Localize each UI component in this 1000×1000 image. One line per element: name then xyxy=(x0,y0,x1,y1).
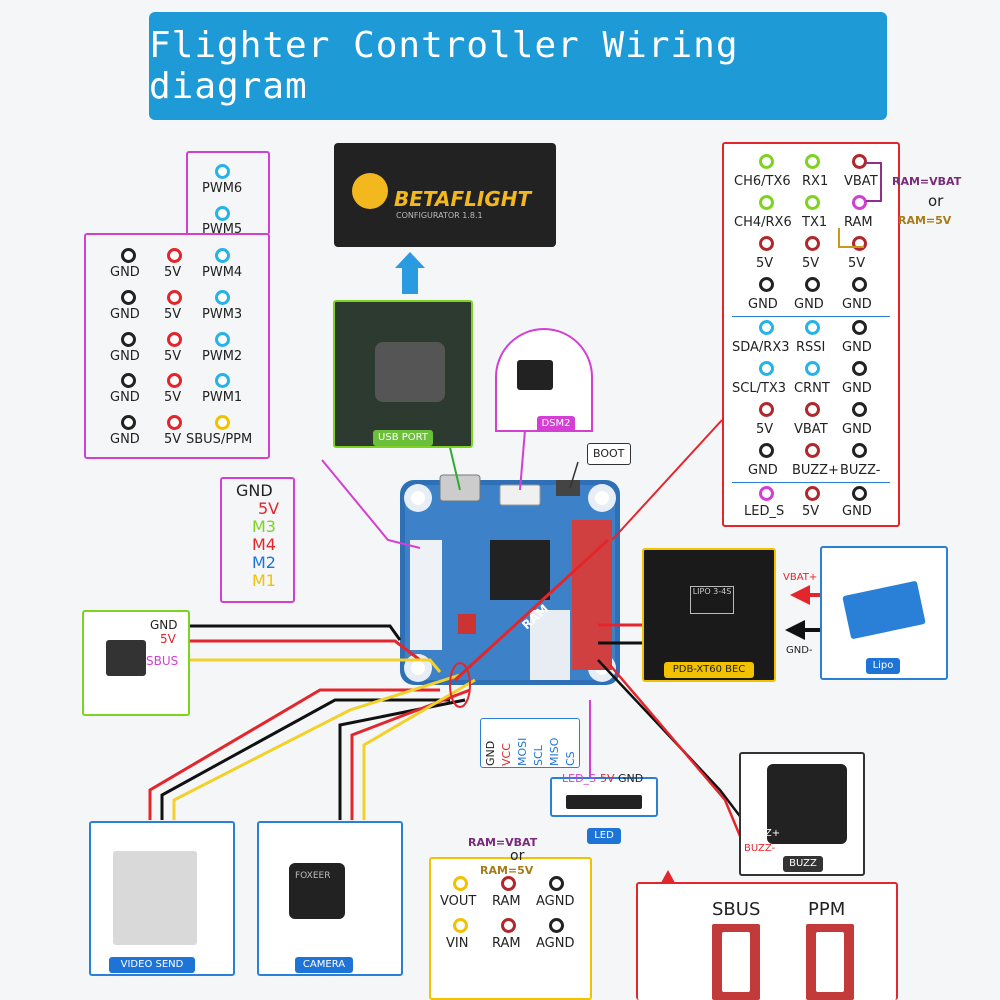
dsm2-tag: DSM2 xyxy=(537,416,575,432)
led-gnd-label: GND xyxy=(618,772,644,785)
osd-or-note: or xyxy=(510,848,525,864)
motor-m3: M3 xyxy=(252,517,276,536)
led-s-label: LED_S xyxy=(562,772,597,785)
camera-brand: FOXEER xyxy=(295,871,331,881)
receiver-gnd-label: GND xyxy=(150,618,178,632)
ppm-label: PPM xyxy=(808,899,846,920)
lipo-tag: Lipo xyxy=(866,658,900,674)
video-send-box: VIDEO SEND xyxy=(89,821,235,976)
betaflight-logo xyxy=(352,173,388,209)
betaflight-box: BETAFLIGHT CONFIGURATOR 1.8.1 xyxy=(334,143,556,247)
led-5v-label: 5V xyxy=(600,772,615,785)
pwm5-label: PWM5 xyxy=(202,222,243,237)
ram-vbat-note: RAM=VBAT xyxy=(892,175,962,188)
buzzer-box: BUZZ xyxy=(739,752,865,876)
pwm6-label: PWM6 xyxy=(202,181,243,196)
led-box xyxy=(550,777,658,817)
ram-vbat-bracket xyxy=(866,162,882,202)
motor-m1: M1 xyxy=(252,571,276,590)
pdb-box: LIPO 3-4S PDB-XT60 BEC xyxy=(642,548,776,682)
betaflight-brand: BETAFLIGHT xyxy=(394,187,532,211)
motor-gnd: GND xyxy=(236,481,273,500)
ram-5v-note: RAM=5V xyxy=(898,214,952,227)
osd-ram-vbat-note: RAM=VBAT xyxy=(468,836,538,849)
pwm6-pin xyxy=(215,164,230,179)
pwm-panel-lower xyxy=(84,233,270,459)
title-banner: Flighter Controller Wiring diagram xyxy=(149,12,887,120)
motor-m4: M4 xyxy=(252,535,276,554)
flight-controller-board xyxy=(400,474,620,685)
usb-port-tag: USB PORT xyxy=(373,430,433,446)
boot-box: BOOT xyxy=(587,443,631,465)
receiver-sbus-label: SBUS xyxy=(146,654,179,668)
pwm5-pin xyxy=(215,206,230,221)
video-send-tag: VIDEO SEND xyxy=(109,957,195,973)
receiver-box xyxy=(82,610,190,716)
pwm-panel-upper xyxy=(186,151,270,235)
lipo-box: Lipo xyxy=(820,546,948,680)
flash-pin-box xyxy=(480,718,580,768)
pdb-tag: PDB-XT60 BEC xyxy=(664,662,754,678)
ram-5v-bracket xyxy=(838,228,864,248)
betaflight-sub: CONFIGURATOR 1.8.1 xyxy=(396,211,483,220)
receiver-5v-label: 5V xyxy=(160,632,176,646)
receiver-image xyxy=(106,640,146,676)
pdb-voltage-label: LIPO 3-4S xyxy=(690,586,734,614)
sbus-ppm-panel xyxy=(636,882,898,1000)
page-title: Flighter Controller Wiring diagram xyxy=(149,25,739,107)
camera-tag: CAMERA xyxy=(295,957,353,973)
buzzer-plus-label: BUZZ+ xyxy=(744,828,781,839)
usb-cable-image xyxy=(375,342,445,402)
dsm2-box: DSM2 xyxy=(495,328,593,432)
dsm2-receiver-image xyxy=(517,360,553,390)
flash-pin-labels: GND VCC MOSI SCL MISO CS xyxy=(484,737,577,766)
pdb-gnd-label: GND- xyxy=(786,645,813,656)
osd-ram-5v-note: RAM=5V xyxy=(480,864,534,877)
sbus-label: SBUS xyxy=(712,899,761,920)
ppm-jumper xyxy=(806,924,854,1000)
led-tag: LED xyxy=(587,828,621,844)
buzzer-minus-label: BUZZ- xyxy=(744,843,776,854)
buzzer-tag: BUZZ xyxy=(783,856,823,872)
pdb-vbat-label: VBAT+ xyxy=(783,572,818,583)
uart-pin-grid: CH6/TX6 RX1 VBAT CH4/RX6 TX1 RAM 5V 5V 5… xyxy=(722,142,900,527)
sbus-jumper xyxy=(712,924,760,1000)
motor-5v: 5V xyxy=(258,499,280,518)
boot-label: BOOT xyxy=(593,447,625,460)
usb-port-box: USB PORT xyxy=(333,300,473,448)
motor-label-box xyxy=(220,477,295,603)
motor-m2: M2 xyxy=(252,553,276,572)
camera-box: FOXEER CAMERA xyxy=(257,821,403,976)
ram-or-note: or xyxy=(928,192,944,210)
